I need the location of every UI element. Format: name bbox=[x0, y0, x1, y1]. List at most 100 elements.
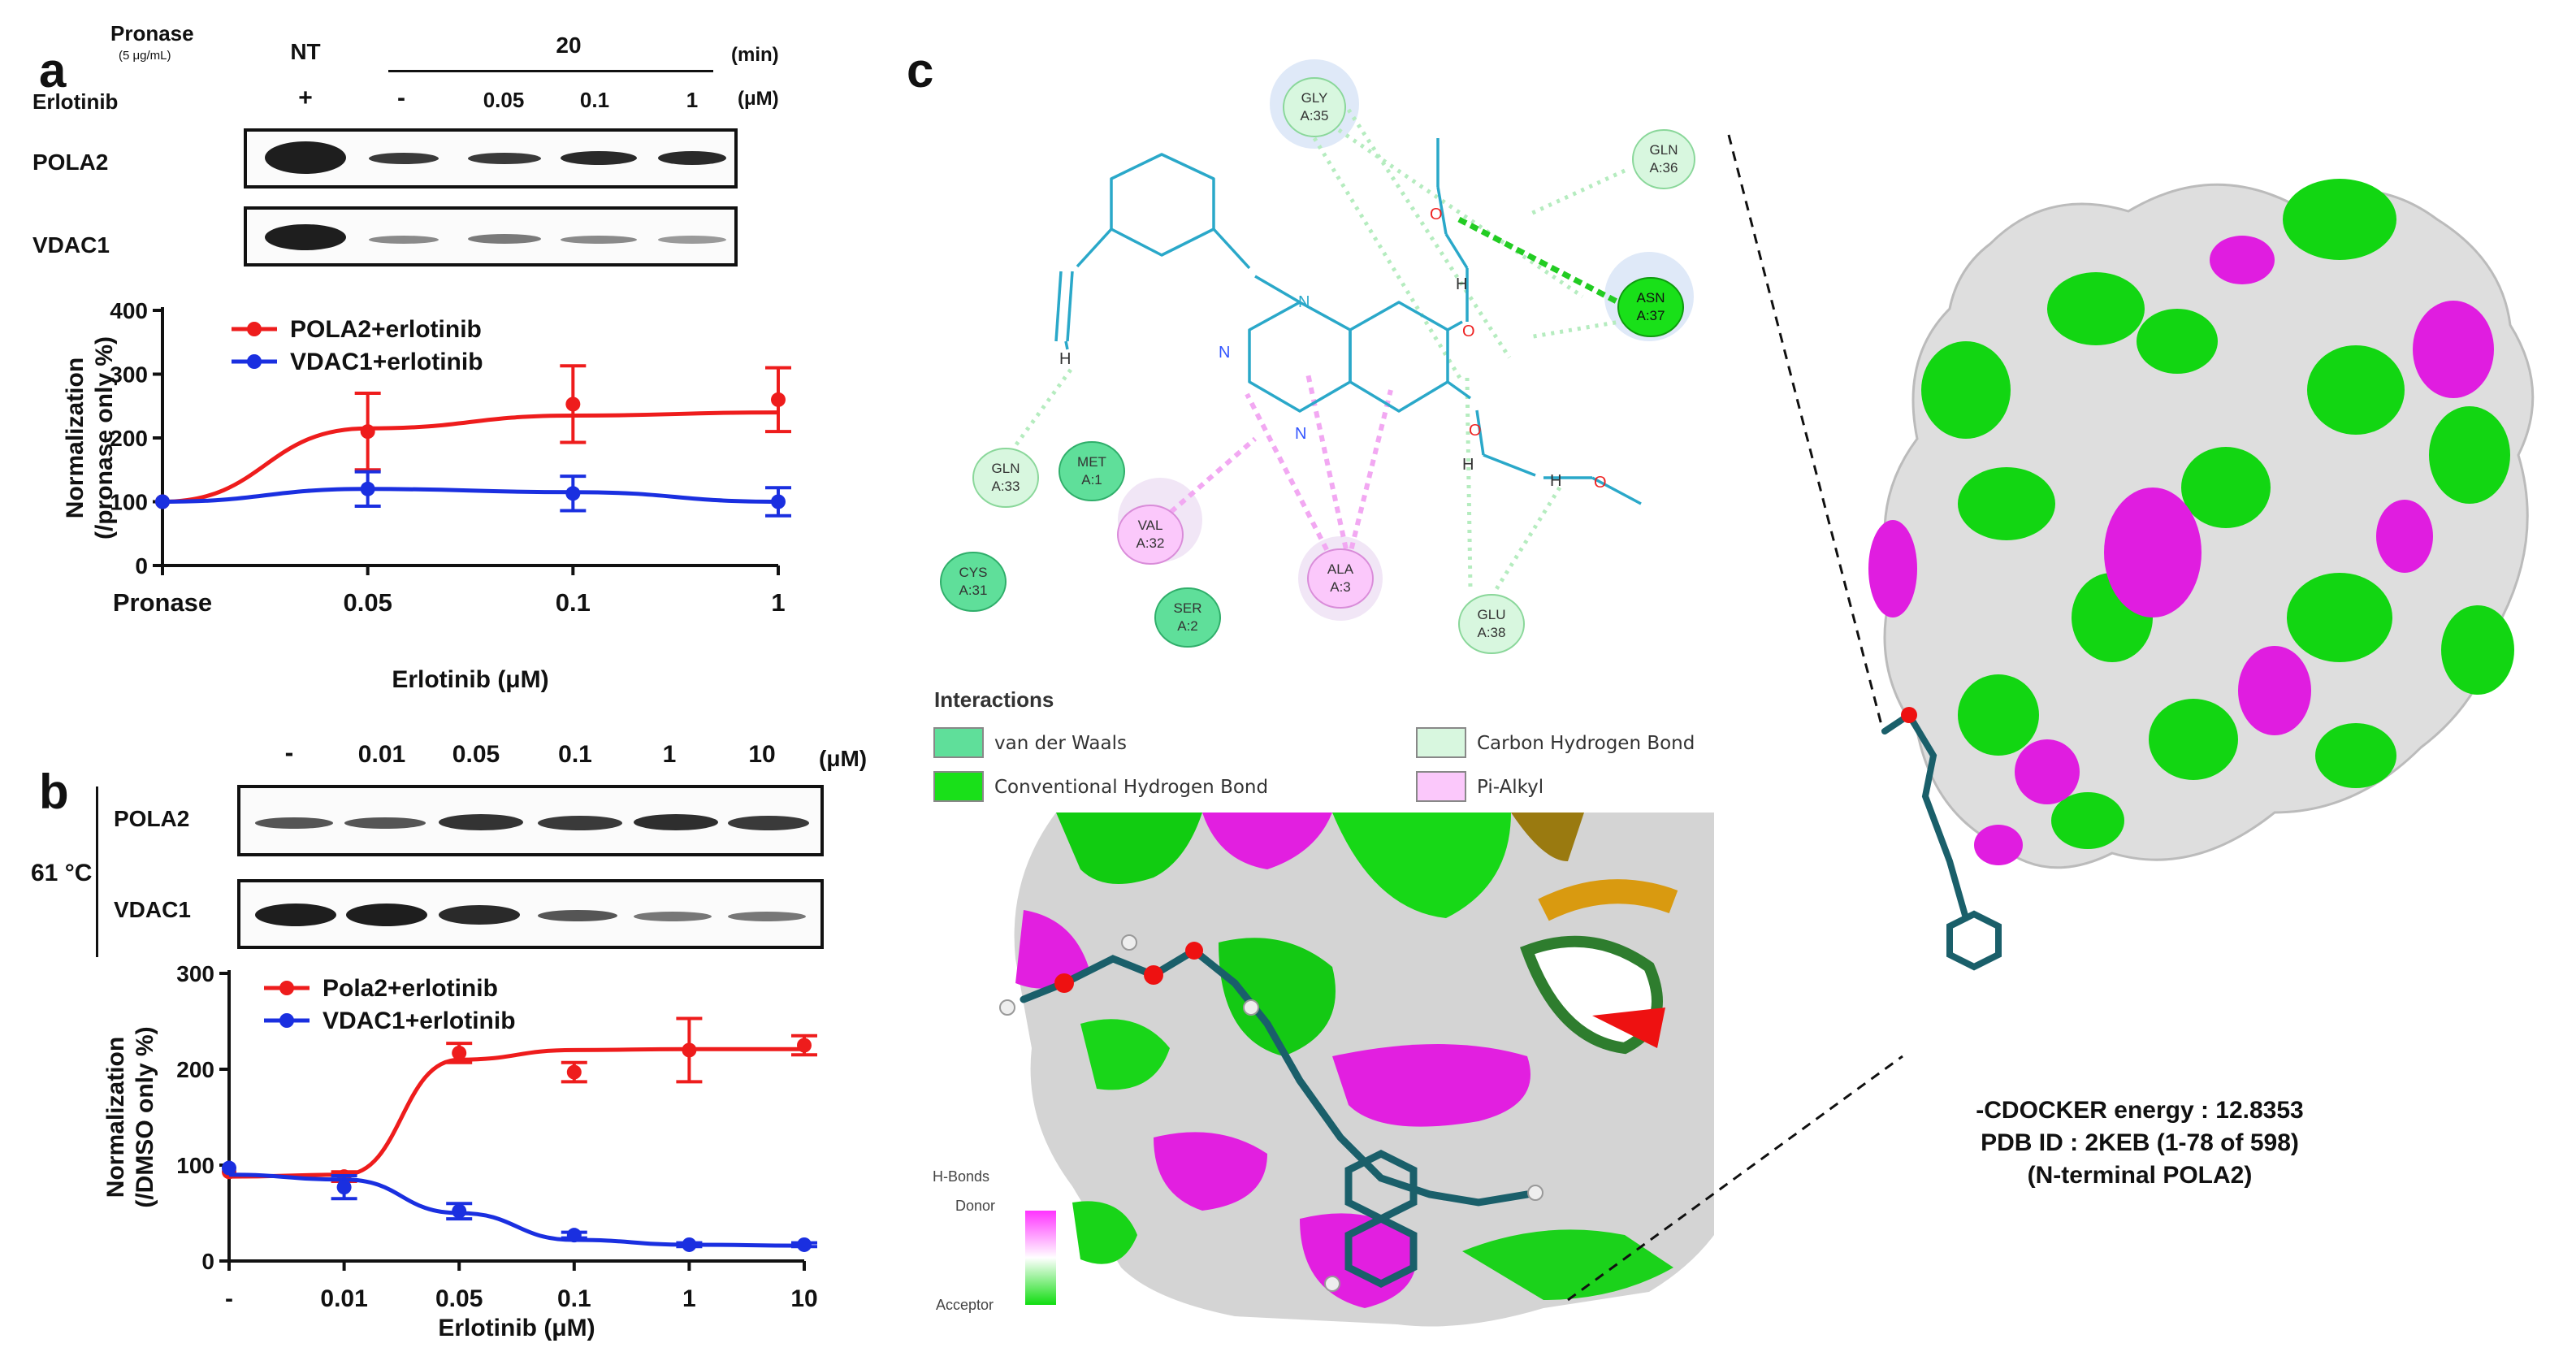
blot-a-vdac1-label: VDAC1 bbox=[32, 232, 110, 258]
band bbox=[728, 816, 809, 830]
pi-alkyl-lines bbox=[1160, 373, 1393, 562]
data-point-vdac1 bbox=[336, 1180, 352, 1195]
erlotinib-skeleton bbox=[1054, 138, 1642, 505]
n-terminal-label: (N-terminal POLA2) bbox=[2027, 1162, 2253, 1189]
lane-b-3: 0.05 bbox=[452, 741, 500, 768]
lane-a-3: 0.05 bbox=[483, 88, 525, 112]
blot-b-bracket bbox=[96, 786, 98, 957]
svg-text:A:36: A:36 bbox=[1650, 160, 1678, 176]
fit-curve-pola2 bbox=[228, 1046, 804, 1179]
pdb-id: PDB ID : 2KEB (1-78 of 598) bbox=[1981, 1129, 2299, 1156]
blot-b-pola2-label: POLA2 bbox=[114, 806, 190, 831]
svg-text:CYS: CYS bbox=[959, 565, 988, 580]
y-tick-label: 0 bbox=[135, 553, 148, 578]
ligand-hydrogens-3d bbox=[999, 934, 1543, 1292]
band bbox=[468, 153, 541, 164]
legend-label-vdw: van der Waals bbox=[994, 733, 1127, 754]
legend-label: VDAC1+erlotinib bbox=[290, 349, 483, 375]
interaction-diagram: N N N H H H H O O O O GLY A:35 GLN A:36 … bbox=[940, 59, 1695, 654]
zoom-connector-lines bbox=[1567, 134, 1903, 1302]
band bbox=[344, 817, 426, 829]
svg-text:A:32: A:32 bbox=[1136, 535, 1165, 551]
data-point-pola2 bbox=[566, 1064, 582, 1080]
cdocker-energy: -CDOCKER energy : 12.8353 bbox=[1976, 1097, 2304, 1124]
band bbox=[468, 234, 541, 244]
y-tick-label: 400 bbox=[110, 298, 148, 323]
y-tick-label: 0 bbox=[201, 1249, 214, 1274]
legend-label: Pola2+erlotinib bbox=[323, 975, 498, 1002]
panel-a-letter: a bbox=[39, 43, 67, 98]
surface-magenta-patches bbox=[1868, 236, 2494, 865]
legend-swatch-vdw bbox=[933, 727, 984, 758]
blot-a-vdac1 bbox=[244, 206, 738, 266]
ligand-oxygens-3d bbox=[1054, 942, 1203, 993]
x-tick-label: 0.1 bbox=[556, 588, 591, 617]
lane-a-1: + bbox=[298, 84, 313, 111]
conc-unit-b: (μM) bbox=[819, 746, 868, 771]
data-point-vdac1 bbox=[155, 494, 170, 509]
legend-marker bbox=[279, 981, 294, 995]
residue-ala-3: ALA A:3 bbox=[1307, 548, 1374, 609]
legend-label: POLA2+erlotinib bbox=[290, 316, 482, 343]
nt-label: NT bbox=[290, 39, 321, 64]
y-axis-title: Normalization bbox=[102, 1037, 129, 1198]
acceptor-label: Acceptor bbox=[936, 1297, 994, 1313]
legend-label-hbond: Conventional Hydrogen Bond bbox=[994, 777, 1268, 798]
ligand-atoms: N N N H H H H O O O O bbox=[1059, 206, 1607, 492]
data-point-vdac1 bbox=[222, 1160, 236, 1176]
donor-label: Donor bbox=[955, 1198, 995, 1214]
svg-text:H: H bbox=[1462, 456, 1474, 474]
residue-met-1: MET A:1 bbox=[1059, 441, 1125, 501]
legend-swatch-chb bbox=[1416, 727, 1466, 758]
protein-surface-3d bbox=[1868, 179, 2535, 971]
svg-text:A:2: A:2 bbox=[1177, 618, 1198, 634]
data-point-vdac1 bbox=[360, 481, 375, 496]
lane-b-6: 10 bbox=[748, 741, 776, 768]
residue-asn-37: ASN A:37 bbox=[1617, 277, 1684, 337]
y-axis-subtitle: (/pronase only %) bbox=[91, 336, 118, 540]
residue-gly-35: GLY A:35 bbox=[1283, 77, 1346, 137]
legend-marker bbox=[279, 1013, 294, 1028]
erlotinib-row-label: Erlotinib bbox=[32, 89, 119, 114]
svg-text:ALA: ALA bbox=[1327, 561, 1354, 577]
y-axis-subtitle: (/DMSO only %) bbox=[132, 1026, 158, 1207]
x-tick-label: 1 bbox=[682, 1285, 696, 1312]
lane-b-2: 0.01 bbox=[357, 741, 406, 768]
band bbox=[255, 904, 336, 926]
residue-val-32: VAL A:32 bbox=[1117, 505, 1184, 565]
data-point-pola2 bbox=[797, 1038, 812, 1053]
lane-a-5: 1 bbox=[686, 88, 699, 112]
temperature-label: 61 °C bbox=[31, 860, 93, 886]
fit-curve-pola2 bbox=[162, 410, 779, 504]
residue-cys-31: CYS A:31 bbox=[940, 552, 1007, 612]
y-axis-title: Normalization bbox=[62, 358, 89, 518]
svg-text:MET: MET bbox=[1077, 454, 1106, 470]
residue-gln-36: GLN A:36 bbox=[1632, 129, 1695, 189]
x-tick-label: 10 bbox=[790, 1285, 817, 1312]
blot-b-pola2 bbox=[237, 785, 824, 856]
panel-c-letter: c bbox=[907, 43, 934, 98]
interactions-legend: Interactions van der Waals Carbon Hydrog… bbox=[933, 687, 1695, 802]
svg-text:A:37: A:37 bbox=[1637, 308, 1665, 323]
lane-a-2: - bbox=[397, 84, 405, 111]
svg-text:O: O bbox=[1594, 474, 1607, 492]
band bbox=[561, 236, 637, 244]
x-tick-label: 0.05 bbox=[435, 1285, 483, 1312]
svg-text:GLN: GLN bbox=[1650, 142, 1678, 158]
residue-glu-38: GLU A:38 bbox=[1458, 594, 1525, 654]
svg-text:O: O bbox=[1430, 206, 1443, 223]
fit-curve-vdac1 bbox=[228, 1172, 805, 1248]
data-point-vdac1 bbox=[771, 494, 786, 509]
band bbox=[538, 910, 617, 921]
x-tick-label: 0.05 bbox=[343, 588, 392, 617]
legend-swatch-hbond bbox=[933, 771, 984, 802]
x-tick-label: 1 bbox=[771, 588, 785, 617]
svg-text:VAL: VAL bbox=[1138, 518, 1163, 533]
legend-label-chb: Carbon Hydrogen Bond bbox=[1477, 733, 1695, 754]
data-point-pola2 bbox=[682, 1042, 697, 1058]
x-axis-title: Erlotinib (μM) bbox=[392, 666, 548, 693]
y-tick-label: 100 bbox=[110, 490, 148, 515]
band bbox=[538, 816, 622, 830]
